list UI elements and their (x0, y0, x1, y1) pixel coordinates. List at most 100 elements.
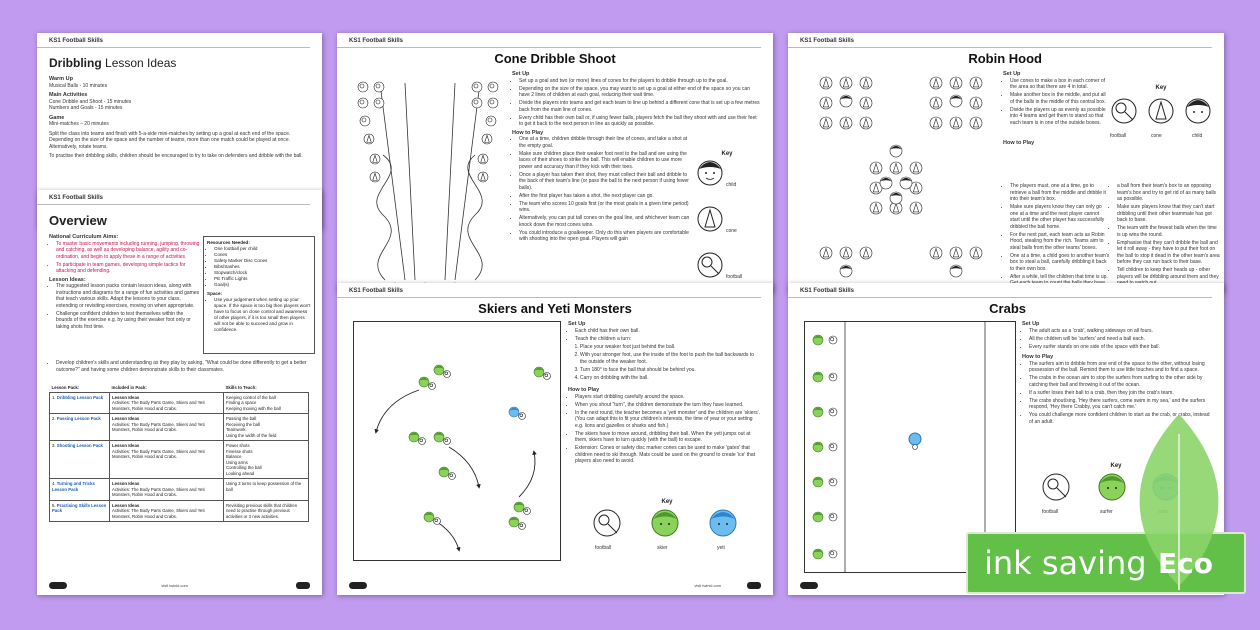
skier-icon (651, 509, 679, 537)
play-item: You could introduce a goalkeeper. Only d… (519, 230, 691, 243)
cone-icon (929, 96, 943, 110)
skier-icon (508, 516, 520, 528)
play-item: If a surfer loses their ball to a crab, … (1029, 390, 1214, 397)
badge-icon (296, 582, 310, 589)
badge-icon (747, 582, 761, 589)
child-icon (839, 264, 853, 278)
cone-column-left (357, 81, 460, 292)
row-number: 1. (52, 394, 57, 400)
cone-icon (839, 246, 853, 260)
key-label-skier: skier (657, 545, 668, 551)
lesson-pack-cell: 5. Practising Skills Lesson Pack (49, 499, 110, 522)
child-icon (949, 264, 963, 278)
crab-icon (908, 432, 922, 450)
surfer-icon (812, 334, 824, 346)
key-label-child: child (1192, 133, 1203, 139)
lesson-pack-link[interactable]: Passing Lesson Pack (56, 416, 101, 421)
page-header-tag: KS1 Football Skills (788, 283, 1212, 298)
page-footer: visit twinkl.com (349, 579, 761, 589)
included-title: Lesson Ideas (112, 394, 140, 400)
col-skills: Skills to Teach: (225, 385, 257, 390)
surfer-icon (812, 371, 824, 383)
football-icon (373, 81, 385, 93)
play-item: The team with the fewest balls when the … (1117, 225, 1221, 238)
page-header-tag: KS1 Football Skills (337, 33, 761, 48)
football-icon (828, 442, 838, 452)
football-icon (828, 335, 838, 345)
play-item: Extension: Cones or safety disc marker c… (575, 445, 761, 465)
space-heading: Space: (207, 291, 223, 296)
cone-icon (363, 133, 375, 145)
football-icon (433, 517, 441, 525)
cone-icon (929, 76, 943, 90)
play-item: The skiers have to move around, dribblin… (575, 431, 761, 444)
curriculum-aim-1: To master basic movements including runn… (56, 241, 201, 261)
cone-icon (859, 76, 873, 90)
cone-dribble-diagram (357, 81, 499, 292)
play-item: The crabs shout/sing, 'Hey there surfers… (1029, 398, 1214, 411)
cone-icon (869, 181, 883, 195)
cone-icon (481, 133, 493, 145)
footer-url[interactable]: visit twinkl.com (694, 583, 721, 588)
cone-icon (859, 116, 873, 130)
key-heading: Key (721, 151, 733, 157)
footer-url[interactable]: visit twinkl.com (161, 583, 188, 588)
page-title: Skiers and Yeti Monsters (478, 301, 632, 316)
setup-item: Divide the players into teams and get ea… (519, 100, 760, 113)
resource-item: Safety Marker Disc Cones (214, 258, 311, 264)
crabs-text: Set Up The adult acts as a 'crab', walki… (1022, 321, 1214, 427)
how-to-play-list: The surfers aim to dribble from one end … (1022, 361, 1214, 426)
lesson-idea-3: Develop children's skills and understand… (56, 360, 311, 373)
robin-key: Key football cone child (1106, 85, 1216, 139)
how-to-play-heading: How to Play (1003, 140, 1035, 146)
page-header-tag: KS1 Football Skills (788, 33, 1212, 48)
cone-icon (969, 116, 983, 130)
key-icons (697, 160, 723, 278)
lesson-pack-link[interactable]: Dribbling Lesson Pack (56, 394, 104, 400)
surfer-icon (812, 548, 824, 560)
develop-text: Develop children's skills and understand… (49, 360, 311, 375)
play-item: Players start dribbling carefully around… (575, 394, 761, 401)
skiers-field-diagram (353, 321, 561, 561)
key-label-yeti: yeti (717, 545, 725, 551)
key-label-football: football (1042, 509, 1059, 515)
setup-heading: Set Up (512, 71, 530, 77)
football-icon (828, 407, 838, 417)
warmup-text: Musical Balls - 10 minutes (49, 82, 108, 89)
football-icon (518, 412, 526, 420)
skier-icon (513, 501, 525, 513)
lesson-pack-link[interactable]: Shooting Lesson Pack (56, 443, 103, 448)
football-icon (373, 97, 385, 109)
main-heading: Main Activities (49, 92, 88, 98)
football-icon (428, 382, 436, 390)
lesson-pack-link[interactable]: Practising Skills Lesson Pack (52, 502, 107, 514)
skier-icon (423, 511, 435, 523)
skills-cell: Passing the ball Receiving the ball Team… (223, 413, 309, 441)
page-header-tag: KS1 Football Skills (337, 283, 761, 298)
child-icon (949, 94, 963, 108)
setup-item: The adult acts as a 'crab', walking side… (1029, 328, 1214, 335)
setup-list: Use cones to make a box in each corner o… (1003, 78, 1110, 127)
play-item: One at a time, children dribble through … (519, 136, 691, 149)
skills-cell: Revisiting previous skills that children… (223, 499, 309, 522)
resource-item: Cones (214, 252, 311, 258)
football-icon (443, 370, 451, 378)
child-icon (1185, 98, 1211, 124)
key-label-cone: cone (726, 228, 737, 234)
how-to-play-list: One at a time, children dribble through … (512, 136, 691, 243)
child-icon (697, 160, 723, 186)
football-icon (359, 115, 371, 127)
football-icon (828, 477, 838, 487)
lesson-pack-link[interactable]: Turning and Tricks Lesson Pack (52, 481, 95, 492)
resources-box: Resources Needed: One football per child… (203, 236, 315, 354)
cone-icon (697, 206, 723, 232)
lesson-ideas-heading: Lesson Ideas: (49, 276, 86, 283)
football-icon (593, 509, 621, 537)
cone-column-right (471, 81, 499, 183)
included-activities: Activities: The Body Parts Game, Skiers … (112, 400, 205, 411)
yeti-icon (709, 509, 737, 537)
resource-item: PE Traffic Lights (214, 276, 311, 282)
